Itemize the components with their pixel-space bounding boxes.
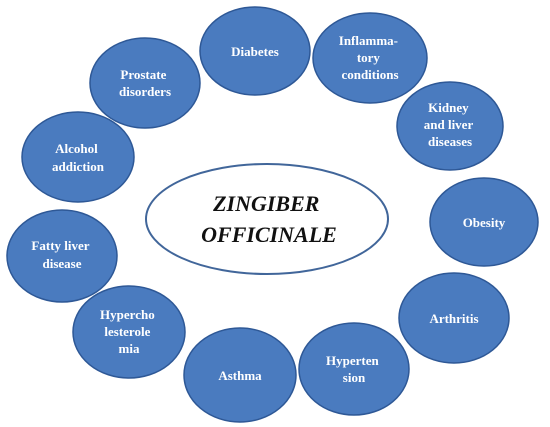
bubble-line: Obesity [463,215,506,230]
bubble-line: mia [119,341,140,356]
condition-obesity: Obesity [429,177,539,267]
bubble-line: diseases [428,134,472,149]
bubble-line: Prostate [120,67,166,82]
center-ellipse [145,163,389,275]
condition-diabetes: Diabetes [199,6,311,96]
bubble-line: Alcohol [55,141,98,156]
bubble-hypertension [298,322,410,416]
condition-arthritis: Arthritis [398,272,510,364]
bubble-line: lesterole [104,324,150,339]
bubble-kidney-liver-diseases [396,81,504,171]
bubble-line: Inflamma- [339,33,398,48]
bubble-prostate-disorders [89,37,201,129]
condition-kidney-liver-diseases: Kidney and liver diseases [396,81,504,171]
condition-hypercholesterolemia: Hypercho lesterole mia [72,285,186,379]
bubble-arthritis [398,272,510,364]
bubble-line: tory [357,50,381,65]
bubble-label-fatty-liver-disease: Fatty liver disease [31,238,92,271]
bubble-alcohol-addiction [21,111,135,203]
bubble-fatty-liver-disease [6,209,118,303]
bubble-obesity [429,177,539,267]
bubble-label-hypercholesterolemia: Hypercho lesterole mia [100,307,158,356]
bubble-line: disease [43,256,82,271]
condition-fatty-liver-disease: Fatty liver disease [6,209,118,303]
bubble-line: addiction [52,159,105,174]
bubble-inflammatory-conditions [312,12,428,104]
condition-prostate-disorders: Prostate disorders [89,37,201,129]
condition-asthma: Asthma [183,327,297,423]
center-title-line2: OFFICINALE [201,222,337,247]
condition-inflammatory-conditions: Inflamma- tory conditions [312,12,428,104]
bubble-label-prostate-disorders: Prostate disorders [119,67,171,99]
bubble-diabetes [199,6,311,96]
bubble-label-alcohol-addiction: Alcohol addiction [52,141,105,174]
bubble-line: Hypercho [100,307,155,322]
bubble-label-arthritis: Arthritis [429,311,478,326]
bubble-line: conditions [341,67,398,82]
bubble-line: Kidney [428,100,469,115]
center-node: ZINGIBER OFFICINALE [145,163,389,275]
bubble-label-diabetes: Diabetes [231,44,279,59]
bubble-label-asthma: Asthma [218,368,262,383]
bubble-line: and liver [424,117,474,132]
condition-alcohol-addiction: Alcohol addiction [21,111,135,203]
bubble-label-kidney-liver-diseases: Kidney and liver diseases [424,100,477,149]
bubble-asthma [183,327,297,423]
center-title: ZINGIBER OFFICINALE [201,191,337,247]
bubble-label-inflammatory-conditions: Inflamma- tory conditions [339,33,401,82]
bubble-line: sion [343,370,366,385]
condition-hypertension: Hyperten sion [298,322,410,416]
bubble-hypercholesterolemia [72,285,186,379]
bubble-label-obesity: Obesity [463,215,506,230]
bubble-line: disorders [119,84,171,99]
bubble-line: Arthritis [429,311,478,326]
bubble-line: Fatty liver [31,238,89,253]
bubble-line: Diabetes [231,44,279,59]
bubble-line: Hyperten [326,353,379,368]
bubble-label-hypertension: Hyperten sion [326,353,382,385]
center-title-line1: ZINGIBER [212,191,319,216]
bubble-line: Asthma [218,368,262,383]
